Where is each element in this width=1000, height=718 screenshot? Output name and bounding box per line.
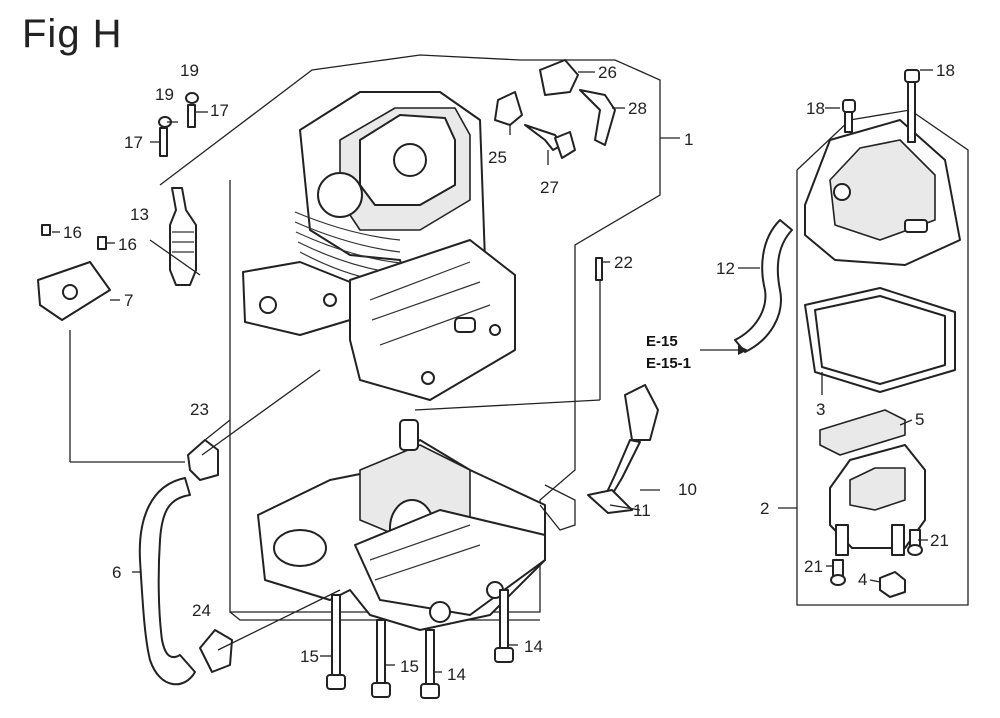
hose-12	[734, 219, 793, 353]
callout-18b: 18	[806, 99, 825, 118]
callout-4: 4	[858, 570, 867, 589]
callout-16a: 16	[63, 223, 82, 242]
callout-6: 6	[112, 563, 121, 582]
callout-21b: 21	[930, 531, 949, 550]
callout-19b: 19	[180, 61, 199, 80]
rocker-parts	[494, 59, 616, 159]
callout-15b: 15	[400, 657, 419, 676]
callouts: 1 2 3 4 5 6 7 10 11 12 13 14 14 15 15 16…	[63, 61, 955, 684]
callout-25: 25	[488, 148, 507, 167]
hose-clamp-24	[199, 629, 233, 673]
callout-13: 13	[130, 205, 149, 224]
callout-14b: 14	[524, 637, 543, 656]
callout-3: 3	[816, 400, 825, 419]
rocker-bracket	[829, 444, 926, 556]
callout-21a: 21	[804, 557, 823, 576]
spark-plug	[169, 187, 197, 286]
oil-dipstick	[587, 384, 659, 514]
callout-16b: 16	[118, 235, 137, 254]
callout-17b: 17	[210, 101, 229, 120]
part-4-nut	[879, 571, 906, 598]
figure-title: Fig H	[22, 12, 123, 56]
callout-23: 23	[190, 400, 209, 419]
part-5-block	[819, 409, 906, 456]
callout-27: 27	[540, 178, 559, 197]
bolts	[326, 69, 923, 699]
gasket	[804, 287, 956, 393]
callout-28: 28	[628, 99, 647, 118]
callout-15a: 15	[300, 647, 319, 666]
callout-1: 1	[684, 130, 693, 149]
callout-26: 26	[598, 63, 617, 82]
leader-lines	[52, 69, 933, 673]
cylinder-block	[242, 91, 516, 401]
callout-5: 5	[915, 410, 924, 429]
valve-cover	[804, 119, 961, 266]
callout-2: 2	[760, 499, 769, 518]
reference-arrow	[700, 345, 748, 355]
callout-7: 7	[124, 291, 133, 310]
reference-e15-1: E-15-1	[646, 355, 691, 372]
callout-18a: 18	[936, 61, 955, 80]
callout-24: 24	[192, 601, 211, 620]
callout-12: 12	[716, 259, 735, 278]
callout-14a: 14	[447, 665, 466, 684]
callout-10: 10	[678, 480, 697, 499]
hose-6	[138, 477, 196, 686]
callout-17a: 17	[124, 133, 143, 152]
callout-22: 22	[614, 253, 633, 272]
callout-11: 11	[633, 501, 651, 520]
crankcase	[257, 419, 546, 631]
callout-19a: 19	[155, 85, 174, 104]
reference-e15: E-15	[646, 333, 678, 350]
